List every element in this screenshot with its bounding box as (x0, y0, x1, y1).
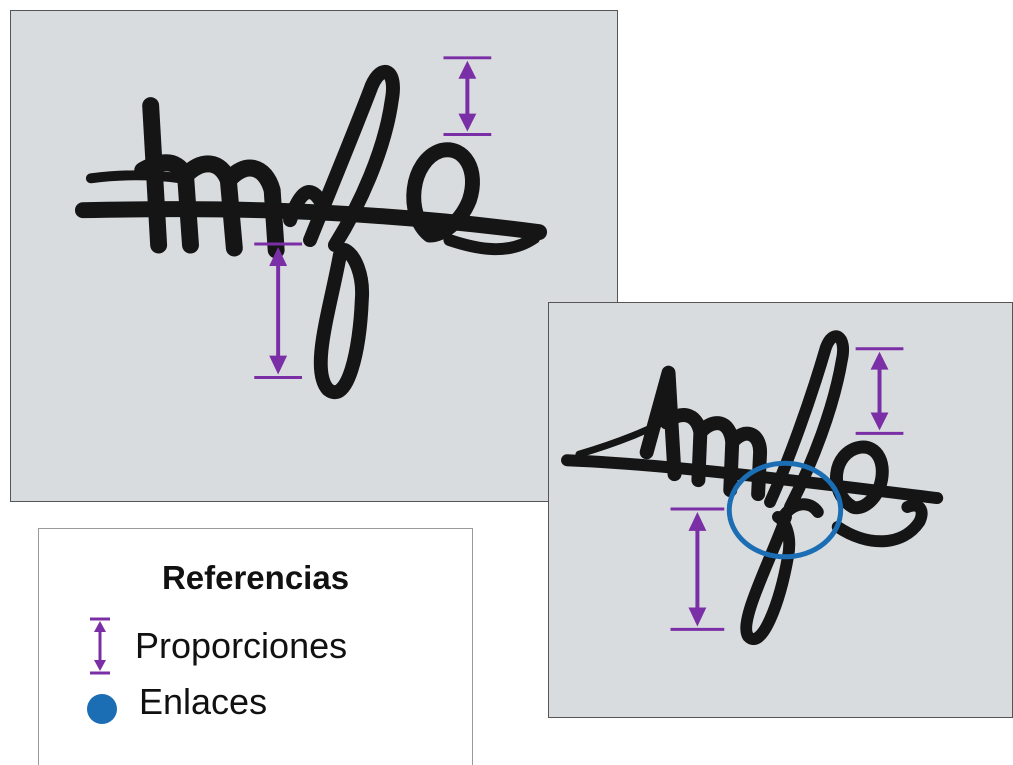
legend-item-enlaces: Enlaces (87, 679, 267, 725)
signature-image-2 (561, 330, 944, 645)
signature-ink (561, 330, 944, 645)
legend-label-proporciones: Proporciones (135, 625, 348, 666)
legend-label-enlaces: Enlaces (139, 681, 268, 722)
dot-icon (87, 694, 117, 724)
link-marker-circle (726, 460, 844, 560)
proportion-marker-bottom (670, 507, 725, 631)
proportion-marker-top (855, 347, 904, 435)
legend-item-proporciones: Proporciones (87, 617, 348, 675)
proportion-marker-top (443, 56, 492, 136)
signature-image-1 (74, 56, 548, 399)
signature-ink (74, 65, 548, 399)
double-arrow-icon (90, 617, 110, 675)
legend-box: Referencias Proporciones Enlaces (38, 528, 473, 765)
signature-photo-1 (10, 10, 618, 502)
legend-title: Referencias (161, 559, 350, 596)
signature-photo-2 (548, 302, 1013, 718)
proportion-marker-bottom (254, 242, 303, 379)
